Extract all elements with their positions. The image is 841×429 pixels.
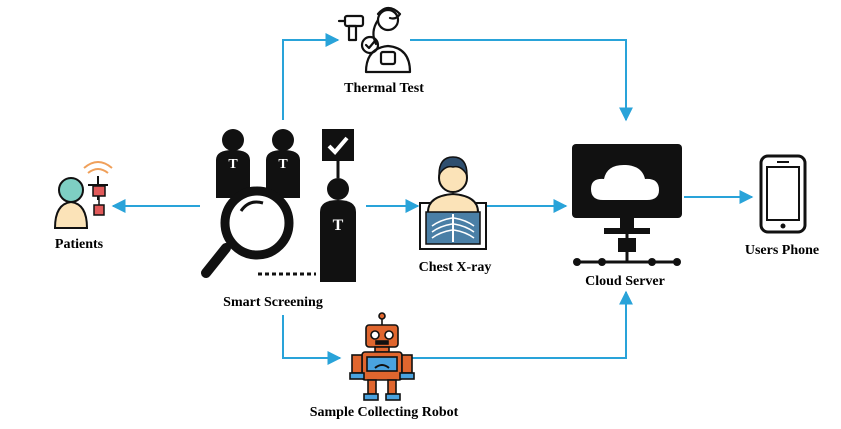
- thermometer-gun-person-icon: [337, 6, 412, 74]
- svg-text:T: T: [228, 157, 238, 172]
- patient-with-iv-icon: [53, 161, 113, 229]
- smart-screening-label: Smart Screening: [223, 295, 323, 310]
- thermal-test-label: Thermal Test: [344, 81, 424, 96]
- cloud-monitor-network-icon: [572, 144, 682, 266]
- svg-text:T: T: [278, 157, 288, 172]
- smartphone-icon: [759, 154, 807, 234]
- xray-person-icon: [419, 156, 487, 250]
- cloud-server-label: Cloud Server: [585, 274, 665, 289]
- users-phone-label: Users Phone: [745, 243, 819, 258]
- arrow-screening-to-thermal: [282, 33, 340, 120]
- patients-label: Patients: [55, 237, 104, 252]
- arrow-robot-to-cloud: [410, 290, 633, 359]
- chest-xray-label: Chest X-ray: [419, 260, 492, 275]
- svg-text:T: T: [333, 217, 344, 234]
- robot-label: Sample Collecting Robot: [310, 405, 459, 420]
- arrow-screening-to-robot: [282, 315, 342, 365]
- arrow-thermal-to-cloud: [410, 39, 633, 122]
- connectors: [111, 33, 754, 365]
- robot-icon: [349, 312, 415, 401]
- magnifier-crowd-icon: T T T: [201, 129, 356, 282]
